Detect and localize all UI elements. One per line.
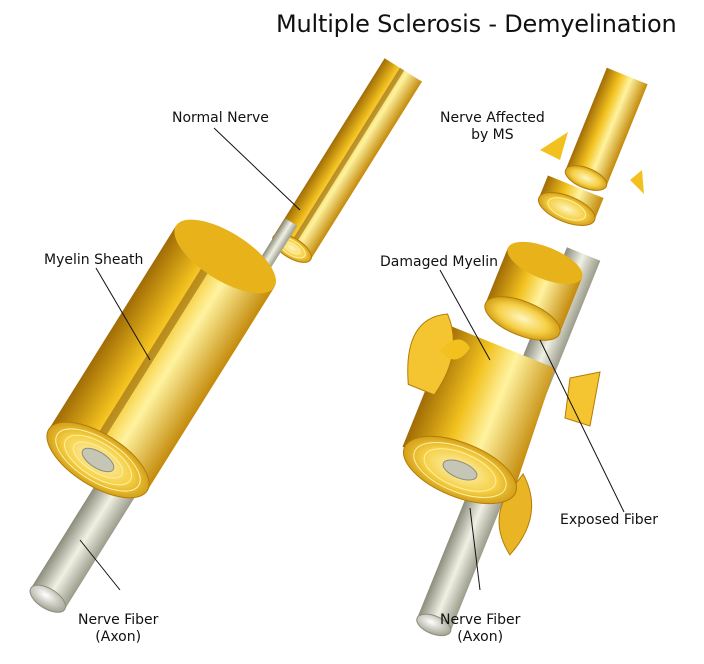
label-nerve-fiber-right-line2: (Axon) (440, 629, 520, 646)
label-nerve-fiber-right: Nerve Fiber (Axon) (440, 612, 520, 646)
label-nerve-affected-line1: Nerve Affected (440, 110, 545, 127)
normal-nerve-illustration (26, 58, 422, 618)
label-nerve-fiber-left-line1: Nerve Fiber (78, 612, 158, 629)
label-nerve-fiber-left: Nerve Fiber (Axon) (78, 612, 158, 646)
label-damaged-myelin: Damaged Myelin (380, 254, 498, 271)
label-nerve-affected-line2: by MS (440, 127, 545, 144)
myelin-flake (630, 170, 644, 194)
label-nerve-affected: Nerve Affected by MS (440, 110, 545, 144)
label-exposed-fiber: Exposed Fiber (560, 512, 658, 529)
normal-myelin-segment-top (268, 58, 422, 268)
affected-nerve-illustration (351, 68, 647, 640)
label-nerve-fiber-right-line1: Nerve Fiber (440, 612, 520, 629)
label-myelin-sheath: Myelin Sheath (44, 252, 143, 269)
myelin-flake (565, 372, 600, 426)
label-normal-nerve: Normal Nerve (172, 110, 269, 127)
label-nerve-fiber-left-line2: (Axon) (78, 629, 158, 646)
